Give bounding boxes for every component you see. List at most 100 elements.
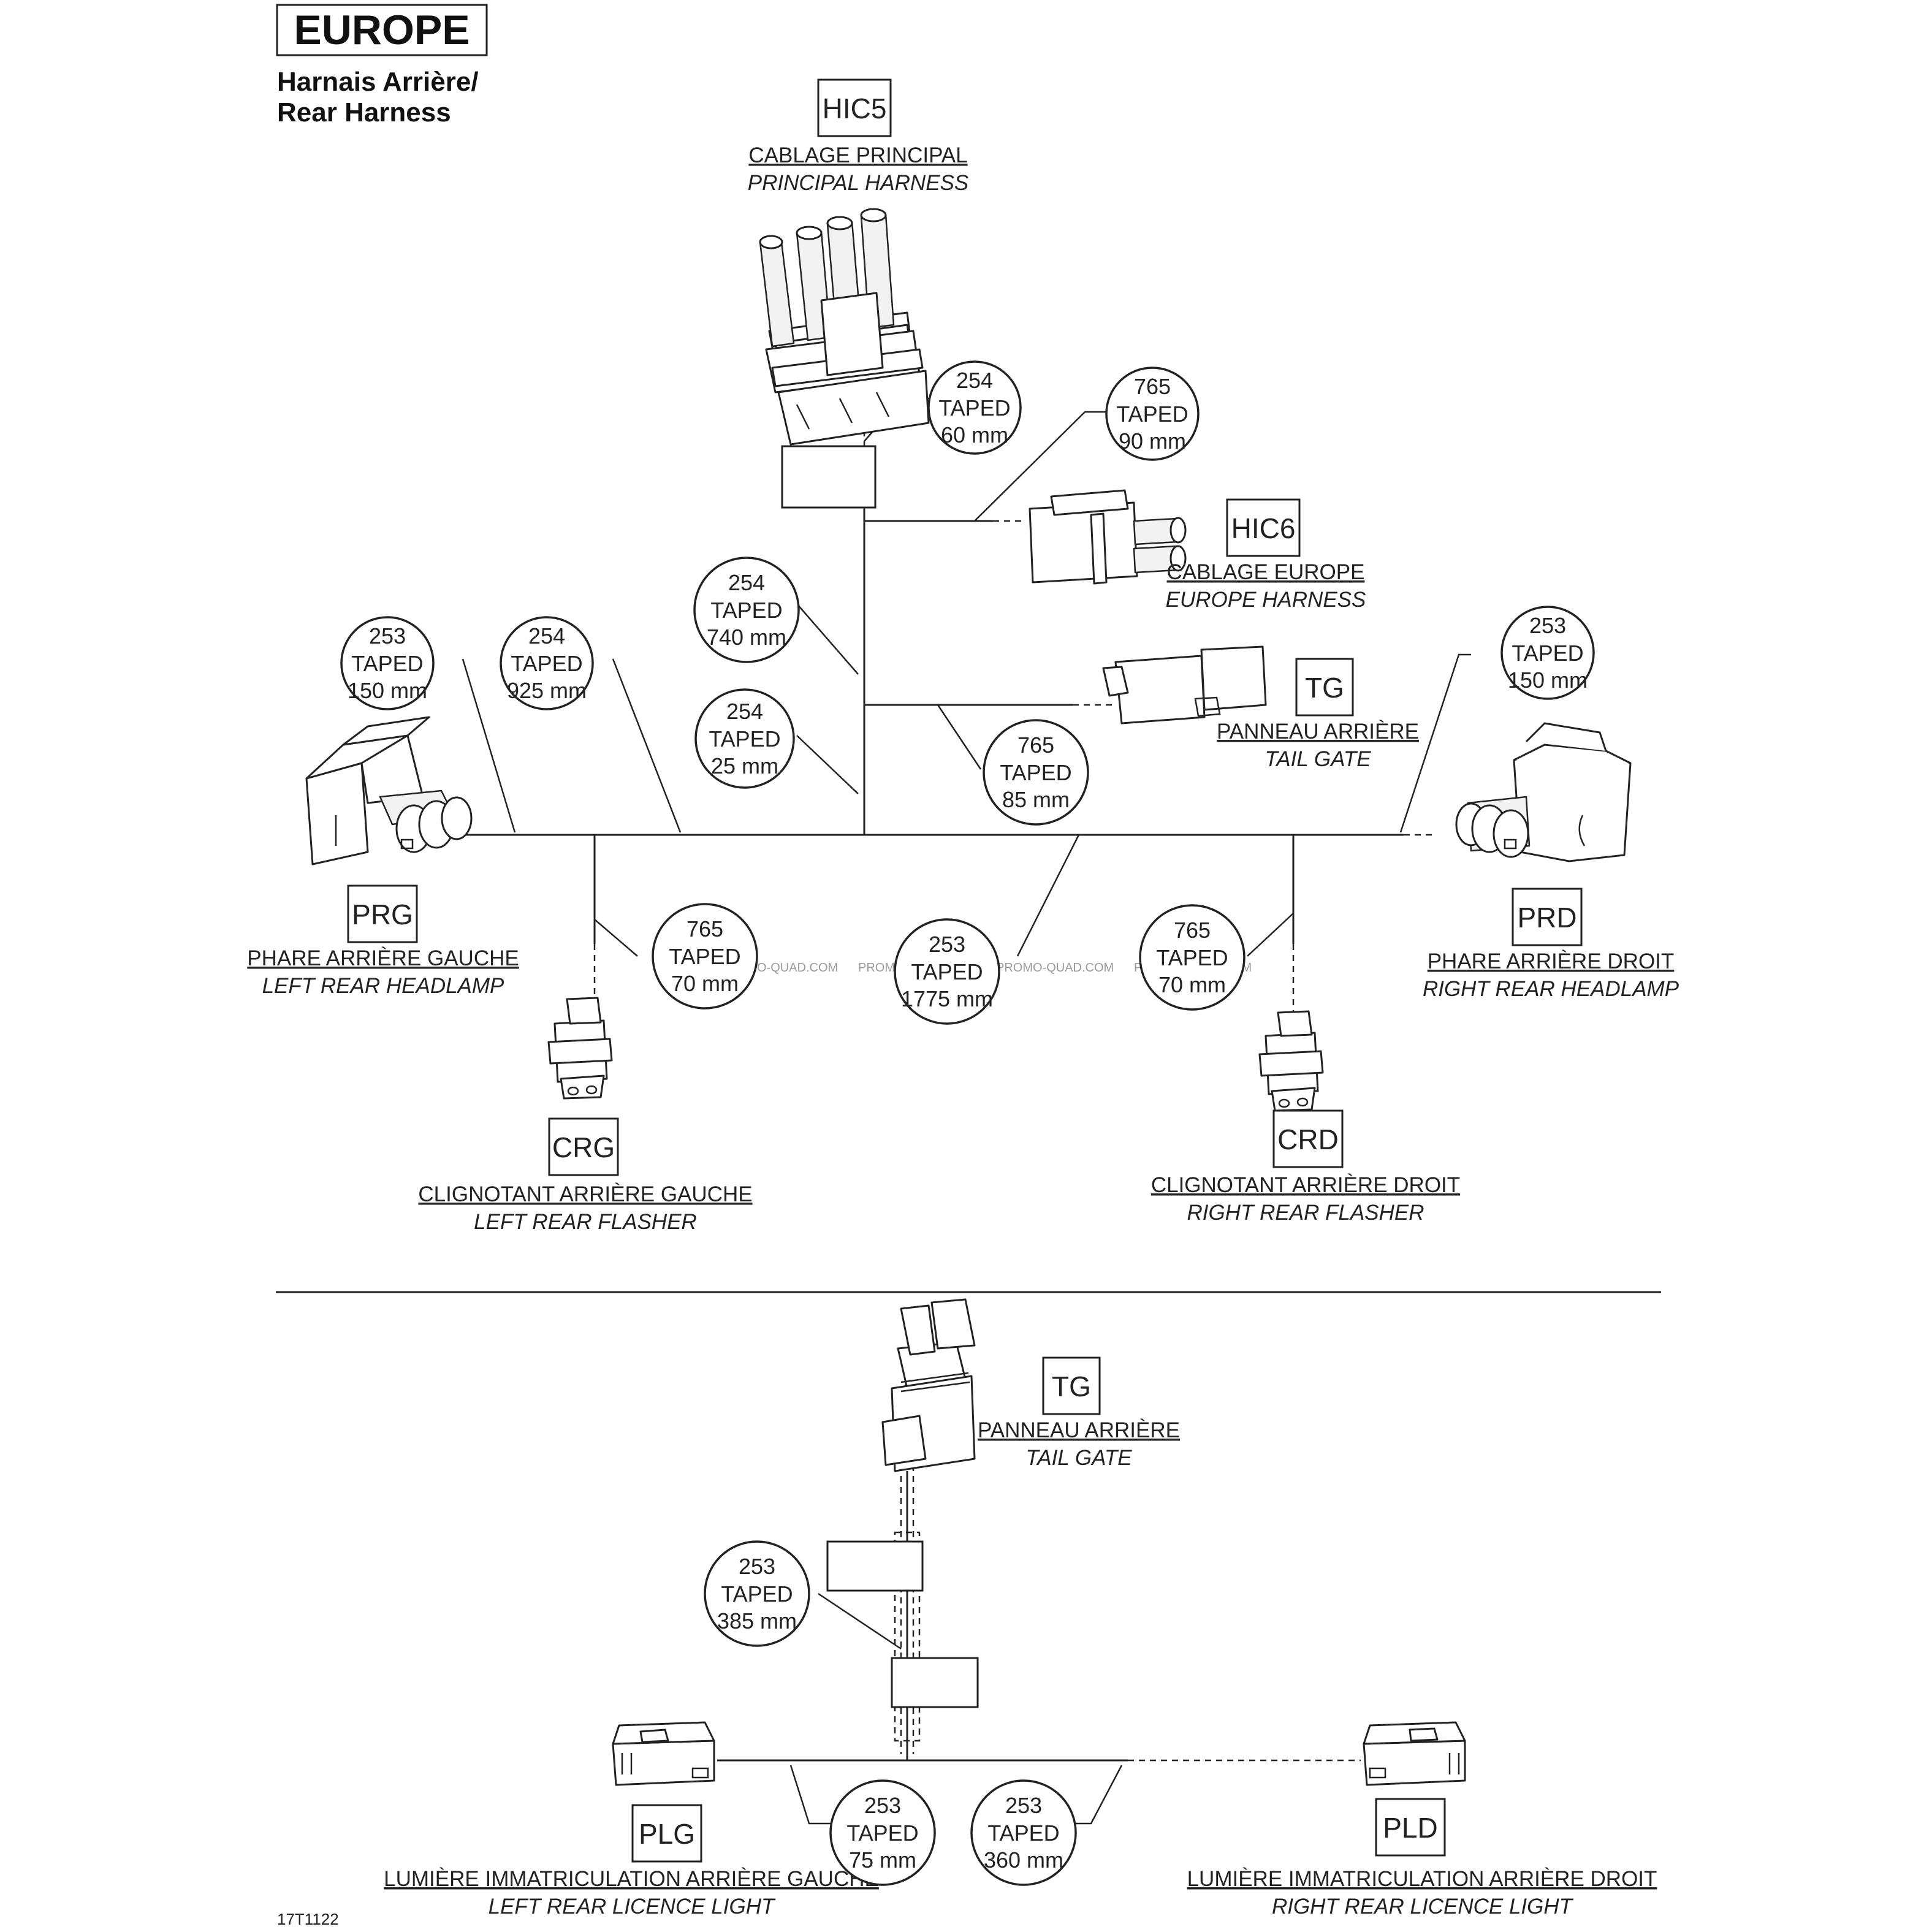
svg-text:765: 765 [1174,918,1211,943]
prg-label: PRG PHARE ARRIÈRE GAUCHE LEFT REAR HEADL… [247,884,519,998]
prd-name-fr: PHARE ARRIÈRE DROIT [1428,949,1675,973]
crd-name-en: RIGHT REAR FLASHER [1187,1201,1424,1225]
svg-text:1775 mm: 1775 mm [901,986,993,1011]
crg-name-fr: CLIGNOTANT ARRIÈRE GAUCHE [418,1182,752,1206]
svg-text:TAPED: TAPED [710,598,782,623]
svg-text:TAPED: TAPED [1116,401,1188,427]
svg-text:253: 253 [369,623,406,648]
lower-harness-wires [686,1465,1361,1762]
callout-253-150-right: 253 TAPED 150 mm [1500,606,1595,700]
svg-text:253: 253 [864,1793,901,1818]
watermark-3: PROMO-QUAD.COM [996,961,1114,975]
tg2-name-fr: PANNEAU ARRIÈRE [978,1418,1180,1442]
tg-label: TG PANNEAU ARRIÈRE TAIL GATE [1217,658,1419,771]
callout-765-70-left: 765 TAPED 70 mm [652,903,758,1010]
callout-765-85: 765 TAPED 85 mm [983,719,1089,826]
hic6-code: HIC6 [1231,512,1296,544]
pld-name-en: RIGHT REAR LICENCE LIGHT [1272,1895,1574,1919]
svg-text:254: 254 [956,368,993,393]
svg-text:765: 765 [1134,374,1171,399]
tg-name-fr: PANNEAU ARRIÈRE [1217,720,1419,744]
callout-254-25: 254 TAPED 25 mm [694,688,795,789]
svg-text:765: 765 [686,916,723,941]
svg-text:TAPED: TAPED [1512,641,1583,666]
svg-text:360 mm: 360 mm [984,1847,1063,1873]
callout-253-150-left: 253 TAPED 150 mm [340,616,435,710]
hic5-name-en: PRINCIPAL HARNESS [748,171,968,195]
hic5-code: HIC5 [823,93,887,124]
callout-254-740: 254 TAPED 740 mm [693,557,800,663]
prg-code: PRG [352,899,413,930]
hic5-label: HIC5 CABLAGE PRINCIPAL PRINCIPAL HARNESS [748,78,968,195]
prd-code: PRD [1517,902,1576,934]
crg-name-en: LEFT REAR FLASHER [474,1210,697,1234]
svg-text:TAPED: TAPED [709,726,780,751]
svg-text:TAPED: TAPED [1000,760,1071,785]
callout-253-360: 253 TAPED 360 mm [970,1779,1077,1886]
upper-leaders [462,397,1471,957]
region-box [276,4,488,56]
title-en: Rear Harness [277,97,451,127]
tg2-code: TG [1052,1371,1091,1402]
svg-text:765: 765 [1017,732,1054,758]
prg-name-en: LEFT REAR HEADLAMP [262,974,504,998]
svg-text:253: 253 [739,1554,775,1579]
hic6-name-en: EUROPE HARNESS [1166,588,1366,612]
svg-text:385 mm: 385 mm [717,1608,797,1633]
crd-connector-icon [1258,1010,1324,1112]
callout-765-70-right: 765 TAPED 70 mm [1139,904,1246,1011]
svg-text:925 mm: 925 mm [507,678,587,703]
plg-name-en: LEFT REAR LICENCE LIGHT [489,1895,776,1919]
tg-code: TG [1305,672,1344,704]
prd-connector-icon [1455,722,1632,862]
lower-leaders [789,1592,1123,1825]
svg-text:60 mm: 60 mm [941,422,1008,447]
crd-name-fr: CLIGNOTANT ARRIÈRE DROIT [1151,1173,1460,1197]
svg-text:70 mm: 70 mm [671,971,739,996]
crg-label: CRG CLIGNOTANT ARRIÈRE GAUCHE LEFT REAR … [418,1117,753,1234]
svg-text:70 mm: 70 mm [1158,972,1226,997]
prd-label: PRD PHARE ARRIÈRE DROIT RIGHT REAR HEADL… [1423,888,1679,1001]
svg-text:75 mm: 75 mm [849,1847,916,1873]
pld-code: PLD [1383,1812,1437,1844]
upper-harness-wires [447,386,1434,1017]
svg-text:740 mm: 740 mm [707,625,786,650]
tg2-connector-icon [881,1298,976,1472]
svg-text:253: 253 [1005,1793,1042,1818]
svg-text:254: 254 [728,570,765,595]
tg-name-en: TAIL GATE [1265,747,1371,771]
svg-text:254: 254 [528,623,565,648]
svg-text:150 mm: 150 mm [348,678,427,703]
pld-connector-icon [1363,1721,1466,1786]
callout-253-385: 253 TAPED 385 mm [704,1540,810,1647]
crd-label: CRD CLIGNOTANT ARRIÈRE DROIT RIGHT REAR … [1151,1109,1460,1225]
tg-connector-icon [1102,645,1267,724]
prg-connector-icon [305,716,473,865]
plg-name-fr: LUMIÈRE IMMATRICULATION ARRIÈRE GAUCHE [384,1867,879,1891]
svg-text:254: 254 [726,699,763,724]
crg-code: CRG [552,1131,615,1163]
callout-254-60: 254 TAPED 60 mm [927,360,1022,455]
svg-text:253: 253 [1529,613,1566,638]
hic6-connector-icon [1029,489,1187,585]
callout-253-1775: 253 TAPED 1775 mm [894,918,1000,1025]
svg-text:TAPED: TAPED [911,959,983,984]
svg-text:TAPED: TAPED [846,1820,918,1846]
svg-text:TAPED: TAPED [511,651,582,676]
callout-254-925: 254 TAPED 925 mm [500,616,594,710]
tg2-label: TG PANNEAU ARRIÈRE TAIL GATE [978,1356,1180,1470]
plg-label: PLG LUMIÈRE IMMATRICULATION ARRIÈRE GAUC… [384,1804,879,1919]
svg-text:TAPED: TAPED [669,944,740,969]
title-fr: Harnais Arrière/ [277,67,479,97]
svg-text:253: 253 [929,932,965,957]
plg-code: PLG [639,1818,695,1850]
svg-text:85 mm: 85 mm [1002,787,1070,812]
prd-name-en: RIGHT REAR HEADLAMP [1423,977,1679,1001]
region-label: EUROPE [294,7,470,53]
svg-text:25 mm: 25 mm [711,753,778,778]
svg-text:TAPED: TAPED [1156,945,1228,970]
hic5-name-fr: CABLAGE PRINCIPAL [748,143,967,167]
prg-name-fr: PHARE ARRIÈRE GAUCHE [247,946,519,970]
callout-253-75: 253 TAPED 75 mm [829,1779,936,1886]
